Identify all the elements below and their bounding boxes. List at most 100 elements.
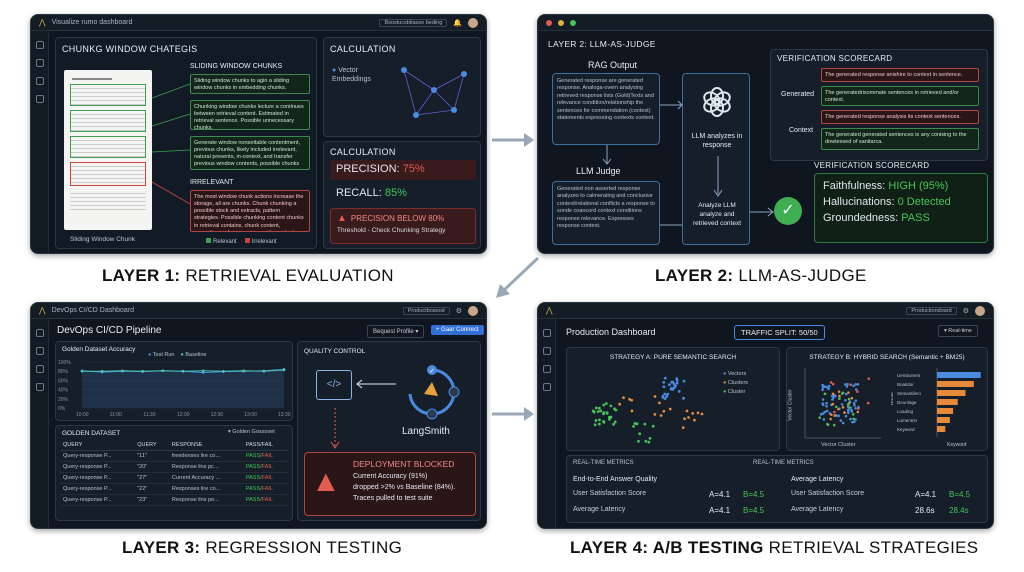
- table-cell: PASS/FAIL: [242, 461, 288, 473]
- svg-text:✓: ✓: [429, 368, 435, 375]
- scatter-point: [852, 384, 855, 388]
- alert-title: PRECISION BELOW 80%: [350, 214, 445, 223]
- table-cell: Query-response P...: [60, 483, 135, 495]
- table-cell: Query-response P...: [60, 450, 135, 462]
- right-row: Average Latency 28.6s 28.4s: [791, 506, 969, 515]
- home-icon[interactable]: [35, 41, 44, 49]
- scatter-point: [662, 409, 666, 413]
- strategy-a-card: STRATEGY A: PURE SEMANTIC SEARCH ● Vecto…: [566, 347, 780, 451]
- gear-icon[interactable]: ⚙: [455, 307, 462, 315]
- left-row: User Satisfaction Score A=4.1 B=4.5: [573, 490, 765, 499]
- scatter-point: [594, 406, 598, 410]
- legend-baseline: Baseline: [185, 352, 207, 358]
- grid-icon[interactable]: [542, 329, 551, 337]
- window-title: DevOps CI/CD Dashboard: [51, 307, 135, 314]
- gear-icon[interactable]: [542, 383, 551, 391]
- strategy-b-title: STRATEGY B: HYBRID SEARCH (Semantic + BM…: [809, 354, 965, 361]
- document-icon[interactable]: [542, 365, 551, 373]
- bar: [937, 390, 966, 396]
- scatter-point: [662, 385, 666, 389]
- scatter-point: [827, 387, 830, 391]
- scatter-point: [685, 409, 689, 413]
- gear-icon[interactable]: [35, 383, 44, 391]
- scatter-point: [638, 432, 642, 436]
- scatter-point: [837, 407, 840, 411]
- scatter-point: [854, 383, 858, 386]
- scatter-point: [819, 413, 823, 416]
- calc-metrics-card: CALCULATION PRECISION: 75% RECALL: 85% ▲…: [323, 141, 481, 249]
- scorecard-top: VERIFICATION SCORECARD Generated Context…: [770, 49, 988, 161]
- avatar[interactable]: [468, 305, 478, 316]
- scorecard-item: The generatedrisommate sentences in retr…: [821, 86, 979, 106]
- request-profile-button[interactable]: Bequest Profile ▾: [367, 325, 425, 338]
- series-point: [282, 368, 286, 372]
- table-row[interactable]: Query-response P..."22"Responses lire co…: [60, 483, 288, 495]
- legend-test-run: Test Run: [152, 352, 175, 358]
- avatar[interactable]: [975, 305, 985, 316]
- blocked-line-1: Current Accuracy (91%): [353, 473, 428, 480]
- calc-embeddings-card: CALCULATION ● Vector Embeddings: [323, 37, 481, 137]
- scatter-point: [666, 392, 670, 396]
- folder-icon[interactable]: [35, 347, 44, 355]
- panel-llm-judge: LAYER 2: LLM-AS-JUDGE RAG Output Generat…: [537, 14, 994, 254]
- chart-icon[interactable]: [35, 59, 44, 67]
- table-row[interactable]: Query-response P..."11"freedenses lire c…: [60, 450, 288, 462]
- table-cell: Response lins pc...: [168, 461, 243, 473]
- scatter-point: [602, 411, 606, 415]
- dashboard-dropdown[interactable]: Productiondoard: [906, 306, 957, 315]
- scatter-point: [822, 418, 826, 421]
- scatter-point: [598, 418, 601, 422]
- document-icon[interactable]: [35, 365, 44, 373]
- scatter-point: [635, 422, 639, 426]
- avatar[interactable]: [468, 17, 478, 28]
- table-row[interactable]: Query-response P..."23"Response lins po.…: [60, 494, 288, 506]
- window-titlebar: ⋀ DevOps CI/CD Dashboard Productboasod ⚙: [31, 303, 486, 319]
- precision-value: 75%: [402, 163, 425, 175]
- close-dot[interactable]: [546, 19, 552, 26]
- gear-icon[interactable]: ⚙: [962, 307, 969, 315]
- legend-item: Clusters: [727, 379, 749, 386]
- dashboard-dropdown[interactable]: Productboasod: [402, 306, 450, 315]
- scatter-point: [837, 390, 841, 393]
- scatter-point: [675, 381, 679, 385]
- scatter-point: [643, 422, 647, 426]
- realtime-dropdown[interactable]: ▾ Real-time: [938, 325, 978, 337]
- scatter-point: [658, 401, 661, 405]
- app-logo: ⋀: [39, 18, 46, 27]
- sidebar: [31, 319, 49, 528]
- scatter-point: [647, 440, 651, 444]
- scatter-point: [851, 413, 855, 416]
- scatter-point: [833, 414, 837, 417]
- scatter-point: [648, 436, 652, 440]
- accuracy-chart-card: Golden Dataset Accuracy ● Test Run ● Bas…: [55, 341, 293, 421]
- gear-icon[interactable]: [35, 95, 44, 103]
- document-icon[interactable]: [35, 77, 44, 85]
- bell-icon[interactable]: 🔔: [453, 19, 462, 27]
- scorecard-title: VERIFICATION SCORECARD: [777, 54, 893, 63]
- app-logo: ⋀: [39, 306, 46, 315]
- scatter-point: [841, 392, 844, 395]
- maximize-dot[interactable]: [570, 19, 576, 26]
- strategy-b-scatter: [804, 368, 881, 439]
- scatter-point: [853, 404, 856, 407]
- blocked-line-2: dropped >2% vs Baseline (84%).: [353, 484, 456, 491]
- scatter-xlabel: Vector Cluster: [821, 442, 856, 448]
- panel-title: LAYER 2: LLM-AS-JUDGE: [548, 39, 656, 49]
- scatter-point: [825, 404, 828, 408]
- arrow-layer2-to-layer3: [496, 256, 540, 298]
- page-title: Production Dashboard: [566, 327, 656, 337]
- x-tick-label: 11:30: [143, 412, 155, 418]
- col-header: PASS/FAIL: [242, 440, 288, 451]
- minimize-dot[interactable]: [558, 19, 564, 26]
- folder-icon[interactable]: [542, 347, 551, 355]
- bar-label: Lumentrin: [897, 418, 918, 423]
- dashboard-dropdown[interactable]: Bsostucsbitasse beding: [379, 18, 448, 27]
- grid-icon[interactable]: [35, 329, 44, 337]
- bar: [937, 381, 974, 387]
- right-row: User Satisfaction Score A=4.1 B=4.5: [791, 490, 971, 499]
- table-filter-dropdown[interactable]: ▾ Golden Gossoset: [228, 429, 275, 435]
- table-row[interactable]: Query-response P..."20"Response lins pc.…: [60, 461, 288, 473]
- connect-button[interactable]: + Gaar Connect: [431, 325, 484, 335]
- table-row[interactable]: Query-response P..."27"Current Accuracy …: [60, 472, 288, 484]
